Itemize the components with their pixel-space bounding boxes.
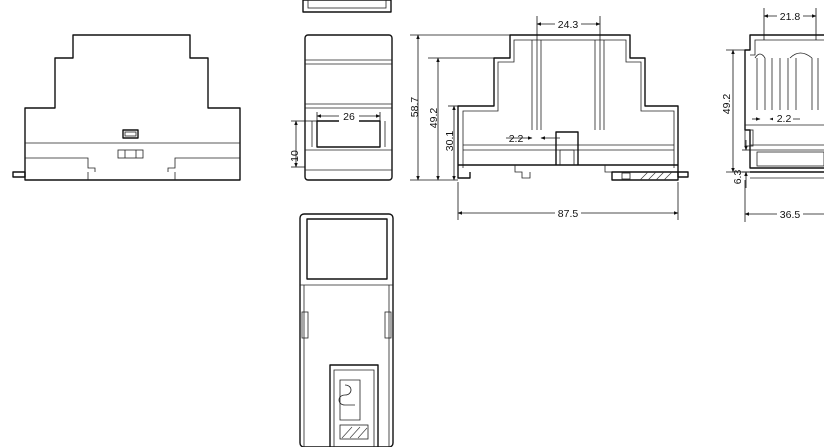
dim-clip-height: 30.1 [444, 105, 458, 181]
dim-top-width-label: 24.3 [558, 19, 579, 31]
dim-right-depth: 36.5 [744, 180, 824, 222]
dim-right-slot-width: 2.2 [752, 111, 800, 125]
front-view [302, 0, 393, 181]
dim-rail-height: 6.3 [732, 140, 750, 188]
bottom-view [299, 213, 394, 447]
dim-right-top-width-label: 21.8 [780, 11, 801, 23]
dim-overall-height-label: 58.7 [409, 97, 421, 118]
dim-top-width: 24.3 [536, 16, 601, 40]
dim-window-width-label: 26 [343, 111, 355, 123]
dim-rail-height-label: 6.3 [732, 170, 744, 185]
section-view [457, 34, 689, 181]
dim-body-height-label: 49.2 [428, 108, 440, 129]
end-view-right [744, 34, 824, 179]
dim-right-top-width: 21.8 [763, 8, 817, 40]
dim-overall-length: 87.5 [457, 182, 679, 220]
dim-clip-height-label: 30.1 [444, 131, 456, 152]
dim-body-height: 49.2 [428, 57, 494, 181]
dim-window-height: 10 [289, 120, 317, 168]
side-view-left [12, 34, 241, 181]
dim-window-width: 26 [316, 110, 381, 123]
dim-slot-width-label: 2.2 [509, 133, 524, 145]
dim-overall-height: 58.7 [409, 34, 510, 181]
dim-window-height-label: 10 [289, 150, 301, 162]
dim-overall-length-label: 87.5 [558, 208, 579, 220]
dim-slot-width: 2.2 [506, 133, 560, 145]
dim-right-depth-label: 36.5 [780, 209, 801, 221]
dim-right-body-height: 49.2 [721, 49, 750, 173]
dim-right-body-height-label: 49.2 [721, 94, 733, 115]
dim-right-slot-width-label: 2.2 [777, 113, 792, 125]
